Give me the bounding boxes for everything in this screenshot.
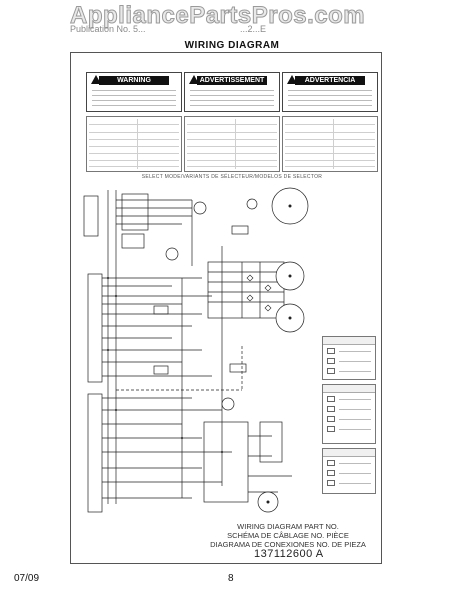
- resistance-table-french: [184, 116, 280, 172]
- warning-triangle-icon: [287, 75, 297, 84]
- warning-box-english: WARNING: [86, 72, 182, 112]
- footer-date: 07/09: [14, 573, 40, 584]
- legend-wire-colors: [322, 384, 376, 444]
- warning-box-spanish: ADVERTENCIA: [282, 72, 378, 112]
- publication-number: Publication No. 5...: [70, 24, 146, 34]
- publication-code: ...2...E: [240, 24, 267, 34]
- part-caption: WIRING DIAGRAM PART NO. SCHÉMA DE CÂBLAG…: [200, 522, 376, 549]
- wiring-sheet: [70, 52, 382, 564]
- warning-box-french: ADVERTISSEMENT: [184, 72, 280, 112]
- publication-header: Publication No. 5... ...2...E: [70, 24, 266, 34]
- wiring-schematic: [83, 187, 309, 513]
- warning-heading: WARNING: [99, 76, 169, 85]
- legend-symbols: [322, 336, 376, 380]
- resistance-table-english: [86, 116, 182, 172]
- warning-triangle-icon: [91, 75, 101, 84]
- legend-connectors: [322, 448, 376, 494]
- warning-heading: ADVERTISSEMENT: [197, 76, 267, 85]
- part-number: 137112600 A: [254, 548, 324, 560]
- part-caption-english: WIRING DIAGRAM PART NO.: [237, 522, 339, 531]
- page-title: WIRING DIAGRAM: [184, 40, 280, 51]
- page-number: 8: [228, 573, 234, 584]
- selector-caption: SELECT MODE/VARIANTS DE SÉLECTEUR/MODELO…: [141, 174, 323, 180]
- part-caption-spanish: DIAGRAMA DE CONEXIONES NO. DE PIEZA: [210, 540, 366, 549]
- warning-heading: ADVERTENCIA: [295, 76, 365, 85]
- part-caption-french: SCHÉMA DE CÂBLAGE NO. PIÈCE: [227, 531, 349, 540]
- site-banner: AppliancePartsPros.com Publication No. 5…: [0, 0, 464, 35]
- resistance-table-spanish: [282, 116, 378, 172]
- warning-triangle-icon: [189, 75, 199, 84]
- watermark-logo: AppliancePartsPros.com: [69, 2, 366, 30]
